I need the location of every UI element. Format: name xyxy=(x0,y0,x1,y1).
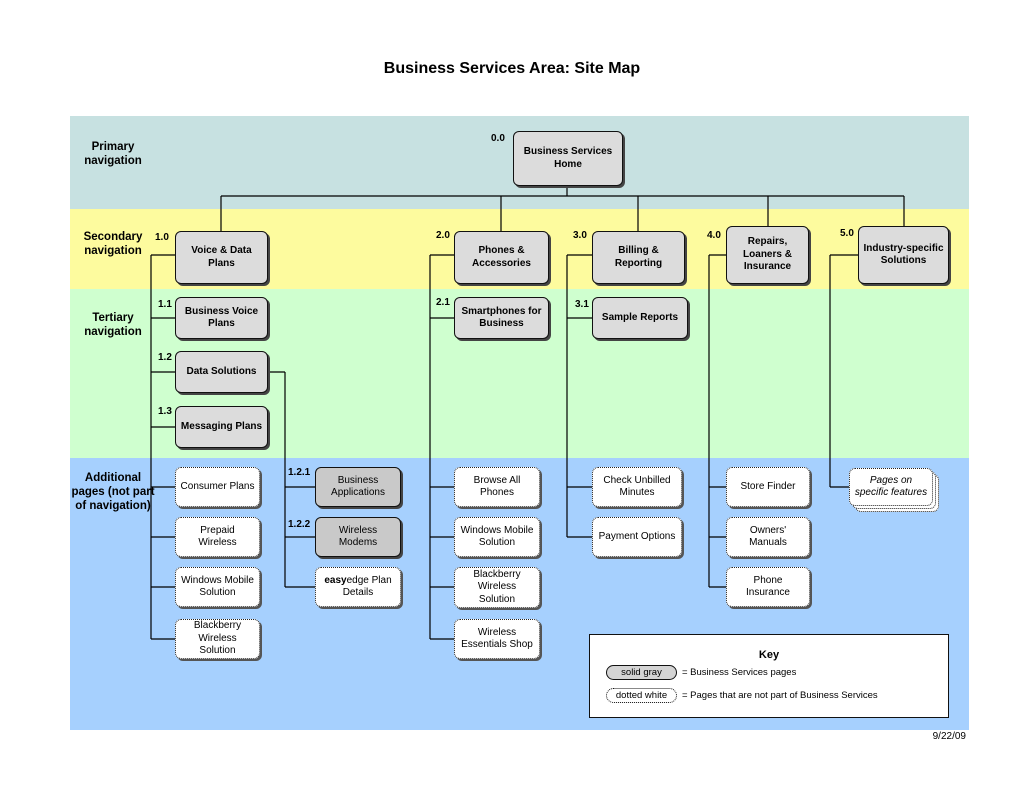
node-number: 1.2.2 xyxy=(288,519,311,530)
node-number: 1.0 xyxy=(155,232,169,243)
data-solutions-node[interactable]: Data Solutions xyxy=(175,351,268,393)
legend-key: Key solid gray = Business Services pages… xyxy=(589,634,949,718)
windows-mobile-solution-node[interactable]: Windows Mobile Solution xyxy=(454,517,540,557)
node-number: 4.0 xyxy=(707,230,721,241)
date-stamp: 9/22/09 xyxy=(932,731,966,742)
industry-specific-solutions-node[interactable]: Industry-specific Solutions xyxy=(858,226,949,284)
node-number: 3.1 xyxy=(575,299,589,310)
owners-manuals-node[interactable]: Owners' Manuals xyxy=(726,517,810,557)
solid-gray-description: = Business Services pages xyxy=(682,667,797,678)
wireless-modems-node[interactable]: Wireless Modems xyxy=(315,517,401,557)
dotted-white-swatch: dotted white xyxy=(606,688,677,703)
node-number: 1.3 xyxy=(158,406,172,417)
smartphones-for-business-node[interactable]: Smartphones for Business xyxy=(454,297,549,339)
business-voice-plans-node[interactable]: Business Voice Plans xyxy=(175,297,268,339)
payment-options-node[interactable]: Payment Options xyxy=(592,517,682,557)
key-title: Key xyxy=(758,649,780,661)
browse-all-phones-node[interactable]: Browse All Phones xyxy=(454,467,540,507)
node-number: 1.2 xyxy=(158,352,172,363)
store-finder-node[interactable]: Store Finder xyxy=(726,467,810,507)
page-title: Business Services Area: Site Map xyxy=(383,60,641,77)
tertiary-navigation-label: Tertiary navigation xyxy=(84,312,142,338)
prepaid-wireless-node[interactable]: Prepaid Wireless xyxy=(175,517,260,557)
easyedge-plan-details-node[interactable]: easyedge Plan Details xyxy=(315,567,401,607)
dotted-white-description: = Pages that are not part of Business Se… xyxy=(682,690,878,701)
windows-mobile-solution-node[interactable]: Windows Mobile Solution xyxy=(175,567,260,607)
phones-accessories-node[interactable]: Phones & Accessories xyxy=(454,231,549,284)
additional-pages-label: Additional pages (not part of navigation… xyxy=(71,472,155,512)
easyedge-label: easyedge Plan Details xyxy=(324,574,392,599)
phone-insurance-node[interactable]: Phone Insurance xyxy=(726,567,810,607)
voice-data-plans-node[interactable]: Voice & Data Plans xyxy=(175,231,268,284)
node-number: 3.0 xyxy=(573,230,587,241)
node-number: 2.1 xyxy=(436,297,450,308)
primary-navigation-label: Primary navigation xyxy=(84,141,142,167)
wireless-essentials-shop-node[interactable]: Wireless Essentials Shop xyxy=(454,619,540,659)
messaging-plans-node[interactable]: Messaging Plans xyxy=(175,406,268,448)
check-unbilled-minutes-node[interactable]: Check Unbilled Minutes xyxy=(592,467,682,507)
blackberry-wireless-solution-node[interactable]: Blackberry Wireless Solution xyxy=(454,567,540,608)
pages-on-specific-features-node[interactable]: Pages on specific features xyxy=(849,468,933,506)
blackberry-wireless-solution-node[interactable]: Blackberry Wireless Solution xyxy=(175,619,260,659)
solid-gray-swatch: solid gray xyxy=(606,665,677,680)
sample-reports-node[interactable]: Sample Reports xyxy=(592,297,688,339)
billing-reporting-node[interactable]: Billing & Reporting xyxy=(592,231,685,284)
node-number: 5.0 xyxy=(840,228,854,239)
node-number: 1.2.1 xyxy=(288,467,311,478)
node-number: 2.0 xyxy=(436,230,450,241)
node-number: 1.1 xyxy=(158,299,172,310)
consumer-plans-node[interactable]: Consumer Plans xyxy=(175,467,260,507)
repairs-loaners-insurance-node[interactable]: Repairs, Loaners & Insurance xyxy=(726,226,809,284)
node-number: 0.0 xyxy=(491,133,505,144)
business-services-home-node[interactable]: Business Services Home xyxy=(513,131,623,186)
business-applications-node[interactable]: Business Applications xyxy=(315,467,401,507)
secondary-navigation-label: Secondary navigation xyxy=(83,231,143,257)
